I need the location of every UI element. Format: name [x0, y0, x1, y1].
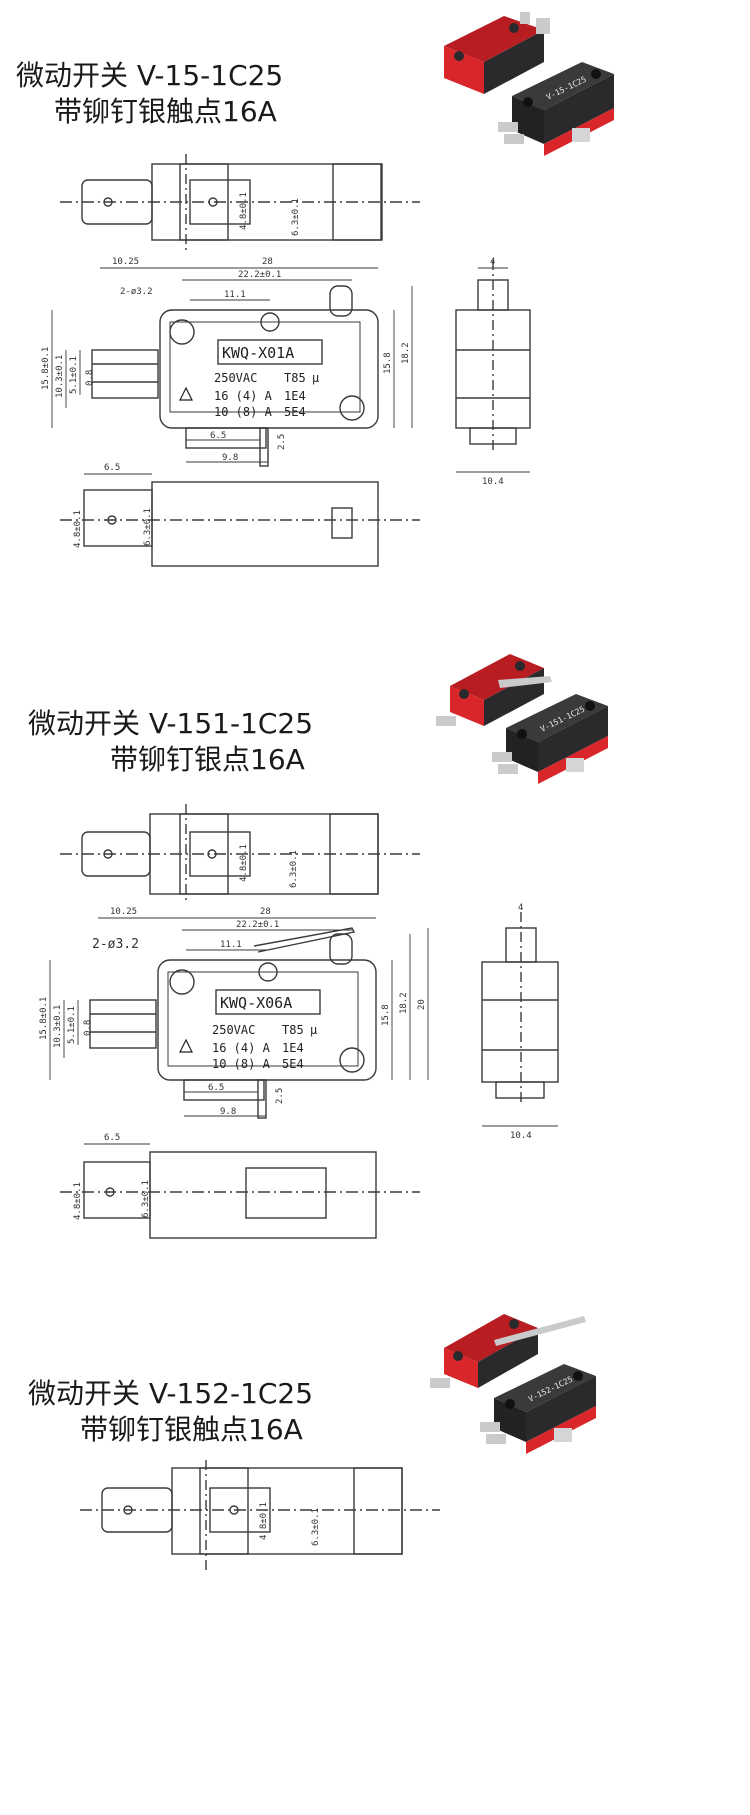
rating-row1-b: 1E4 [284, 389, 306, 403]
dim-text: 6.3±0.1 [289, 850, 299, 888]
black-switch: V-15-1C25 [498, 62, 614, 156]
warning-triangle-icon [179, 1038, 193, 1053]
dim-text: 6.3±0.1 [143, 508, 153, 546]
dim-text: 28 [260, 907, 271, 917]
title-line1: 微动开关 V-15-1C25 [16, 59, 284, 92]
dim-text: 20 [417, 999, 427, 1010]
product-photo: V-15-1C25 [444, 12, 614, 156]
dim-text: 6.5 [208, 1083, 224, 1093]
title-line1: 微动开关 V-151-1C25 [28, 707, 314, 740]
dim-text: 4.8±0.1 [239, 192, 249, 230]
section-title: 微动开关 V-15-1C25 带铆钉银触点16A [16, 58, 283, 130]
dim-text: 18.2 [401, 342, 411, 364]
dim-text: 6.5 [104, 463, 120, 473]
top-view [60, 804, 420, 904]
side-view [481, 912, 559, 1127]
dim-text: 5.1±0.1 [69, 356, 79, 394]
rating-label: 250VAC [212, 1023, 255, 1037]
mu-label: μ [310, 1023, 317, 1037]
section-v15: 微动开关 V-15-1C25 带铆钉银触点16A V-15-1C25 [0, 0, 750, 600]
rating-row1-a: 16 (4) A [214, 389, 273, 403]
dim-text: 28 [262, 257, 273, 267]
dim-text: 18.2 [399, 992, 409, 1014]
dim-text: 10.3±0.1 [53, 1005, 63, 1048]
dim-text: 2.5 [275, 1088, 285, 1104]
dim-text: 15.8 [381, 1004, 391, 1026]
front-view [91, 285, 379, 467]
bottom-view [60, 1143, 420, 1239]
dim-text: 2-ø3.2 [92, 937, 139, 952]
dim-text: 4.8±0.1 [73, 510, 83, 548]
dim-text: 6.3±0.1 [311, 1508, 321, 1546]
model-label: KWQ-X01A [222, 344, 294, 362]
dim-text: 15.8 [383, 352, 393, 374]
top-view [80, 1460, 440, 1570]
red-switch [430, 1314, 586, 1388]
dim-text: 5.1±0.1 [67, 1006, 77, 1044]
bottom-view [60, 473, 420, 567]
dim-text: 10.25 [110, 907, 137, 917]
title-line1: 微动开关 V-152-1C25 [28, 1377, 314, 1410]
section-v152: 微动开关 V-152-1C25 带铆钉银触点16A V-152-1C25 [0, 1280, 750, 1815]
title-line2: 带铆钉银触点16A [54, 95, 277, 128]
top-view [60, 154, 420, 250]
dim-text: 10.4 [510, 1131, 532, 1141]
side-view [455, 260, 531, 473]
title-line2: 带铆钉银触点16A [80, 1413, 303, 1446]
dim-text: 6.5 [210, 431, 226, 441]
dim-text: 11.1 [220, 940, 242, 950]
dim-text: 6.3±0.1 [291, 198, 301, 236]
rating-row2-a: 10 (8) A [214, 405, 273, 419]
dim-text: 2.5 [277, 434, 287, 450]
dim-text: 0.8 [83, 1020, 93, 1036]
dim-text: 6.3±0.1 [141, 1180, 151, 1218]
section-title: 微动开关 V-151-1C25 带铆钉银点16A [28, 706, 313, 778]
rating-row2-b: 5E4 [282, 1057, 304, 1071]
technical-drawing: KWQ-X01A 250VAC T85 μ 16 (4) A 1E4 10 (8… [41, 154, 531, 567]
dim-text: 15.8±0.1 [41, 347, 51, 390]
rating-label: 250VAC [214, 371, 257, 385]
mu-label: μ [312, 371, 319, 385]
warning-triangle-icon [179, 386, 193, 401]
rating-row1-a: 16 (4) A [212, 1041, 271, 1055]
rating-row2-b: 5E4 [284, 405, 306, 419]
product-photo: V-152-1C25 [430, 1314, 596, 1454]
dim-text: 10.25 [112, 257, 139, 267]
temp-label: T85 [282, 1023, 304, 1037]
dim-text: 4 [490, 257, 495, 267]
rating-row2-a: 10 (8) A [212, 1057, 271, 1071]
dim-text: 2-ø3.2 [120, 287, 153, 297]
title-line2: 带铆钉银点16A [110, 743, 305, 776]
dim-text: 4 [518, 903, 523, 913]
red-switch [436, 654, 552, 726]
dim-text: 22.2±0.1 [236, 920, 279, 930]
dim-text: 0.8 [85, 370, 95, 386]
dim-text: 22.2±0.1 [238, 270, 281, 280]
model-label: KWQ-X06A [220, 994, 292, 1012]
section-v151: 微动开关 V-151-1C25 带铆钉银点16A V-151-1C25 [0, 630, 750, 1250]
dim-text: 9.8 [220, 1107, 236, 1117]
technical-drawing: 4.8±0.1 6.3±0.1 [80, 1460, 440, 1570]
dim-text: 4.8±0.1 [259, 1502, 269, 1540]
dim-text: 10.4 [482, 477, 504, 487]
rating-row1-b: 1E4 [282, 1041, 304, 1055]
black-switch: V-152-1C25 [480, 1364, 596, 1454]
section-title: 微动开关 V-152-1C25 带铆钉银触点16A [28, 1376, 313, 1448]
dim-text: 4.8±0.1 [239, 844, 249, 882]
red-switch [444, 12, 550, 94]
dim-text: 10.3±0.1 [55, 355, 65, 398]
black-switch: V-151-1C25 [492, 694, 608, 784]
dim-text: 15.8±0.1 [39, 997, 49, 1040]
dim-text: 11.1 [224, 290, 246, 300]
temp-label: T85 [284, 371, 306, 385]
front-view [89, 927, 377, 1119]
technical-drawing: KWQ-X06A 250VAC T85 μ 16 (4) A 1E4 10 (8… [39, 804, 559, 1239]
product-photo: V-151-1C25 [436, 654, 608, 784]
dim-text: 6.5 [104, 1133, 120, 1143]
dim-text: 4.8±0.1 [73, 1182, 83, 1220]
dim-text: 9.8 [222, 453, 238, 463]
